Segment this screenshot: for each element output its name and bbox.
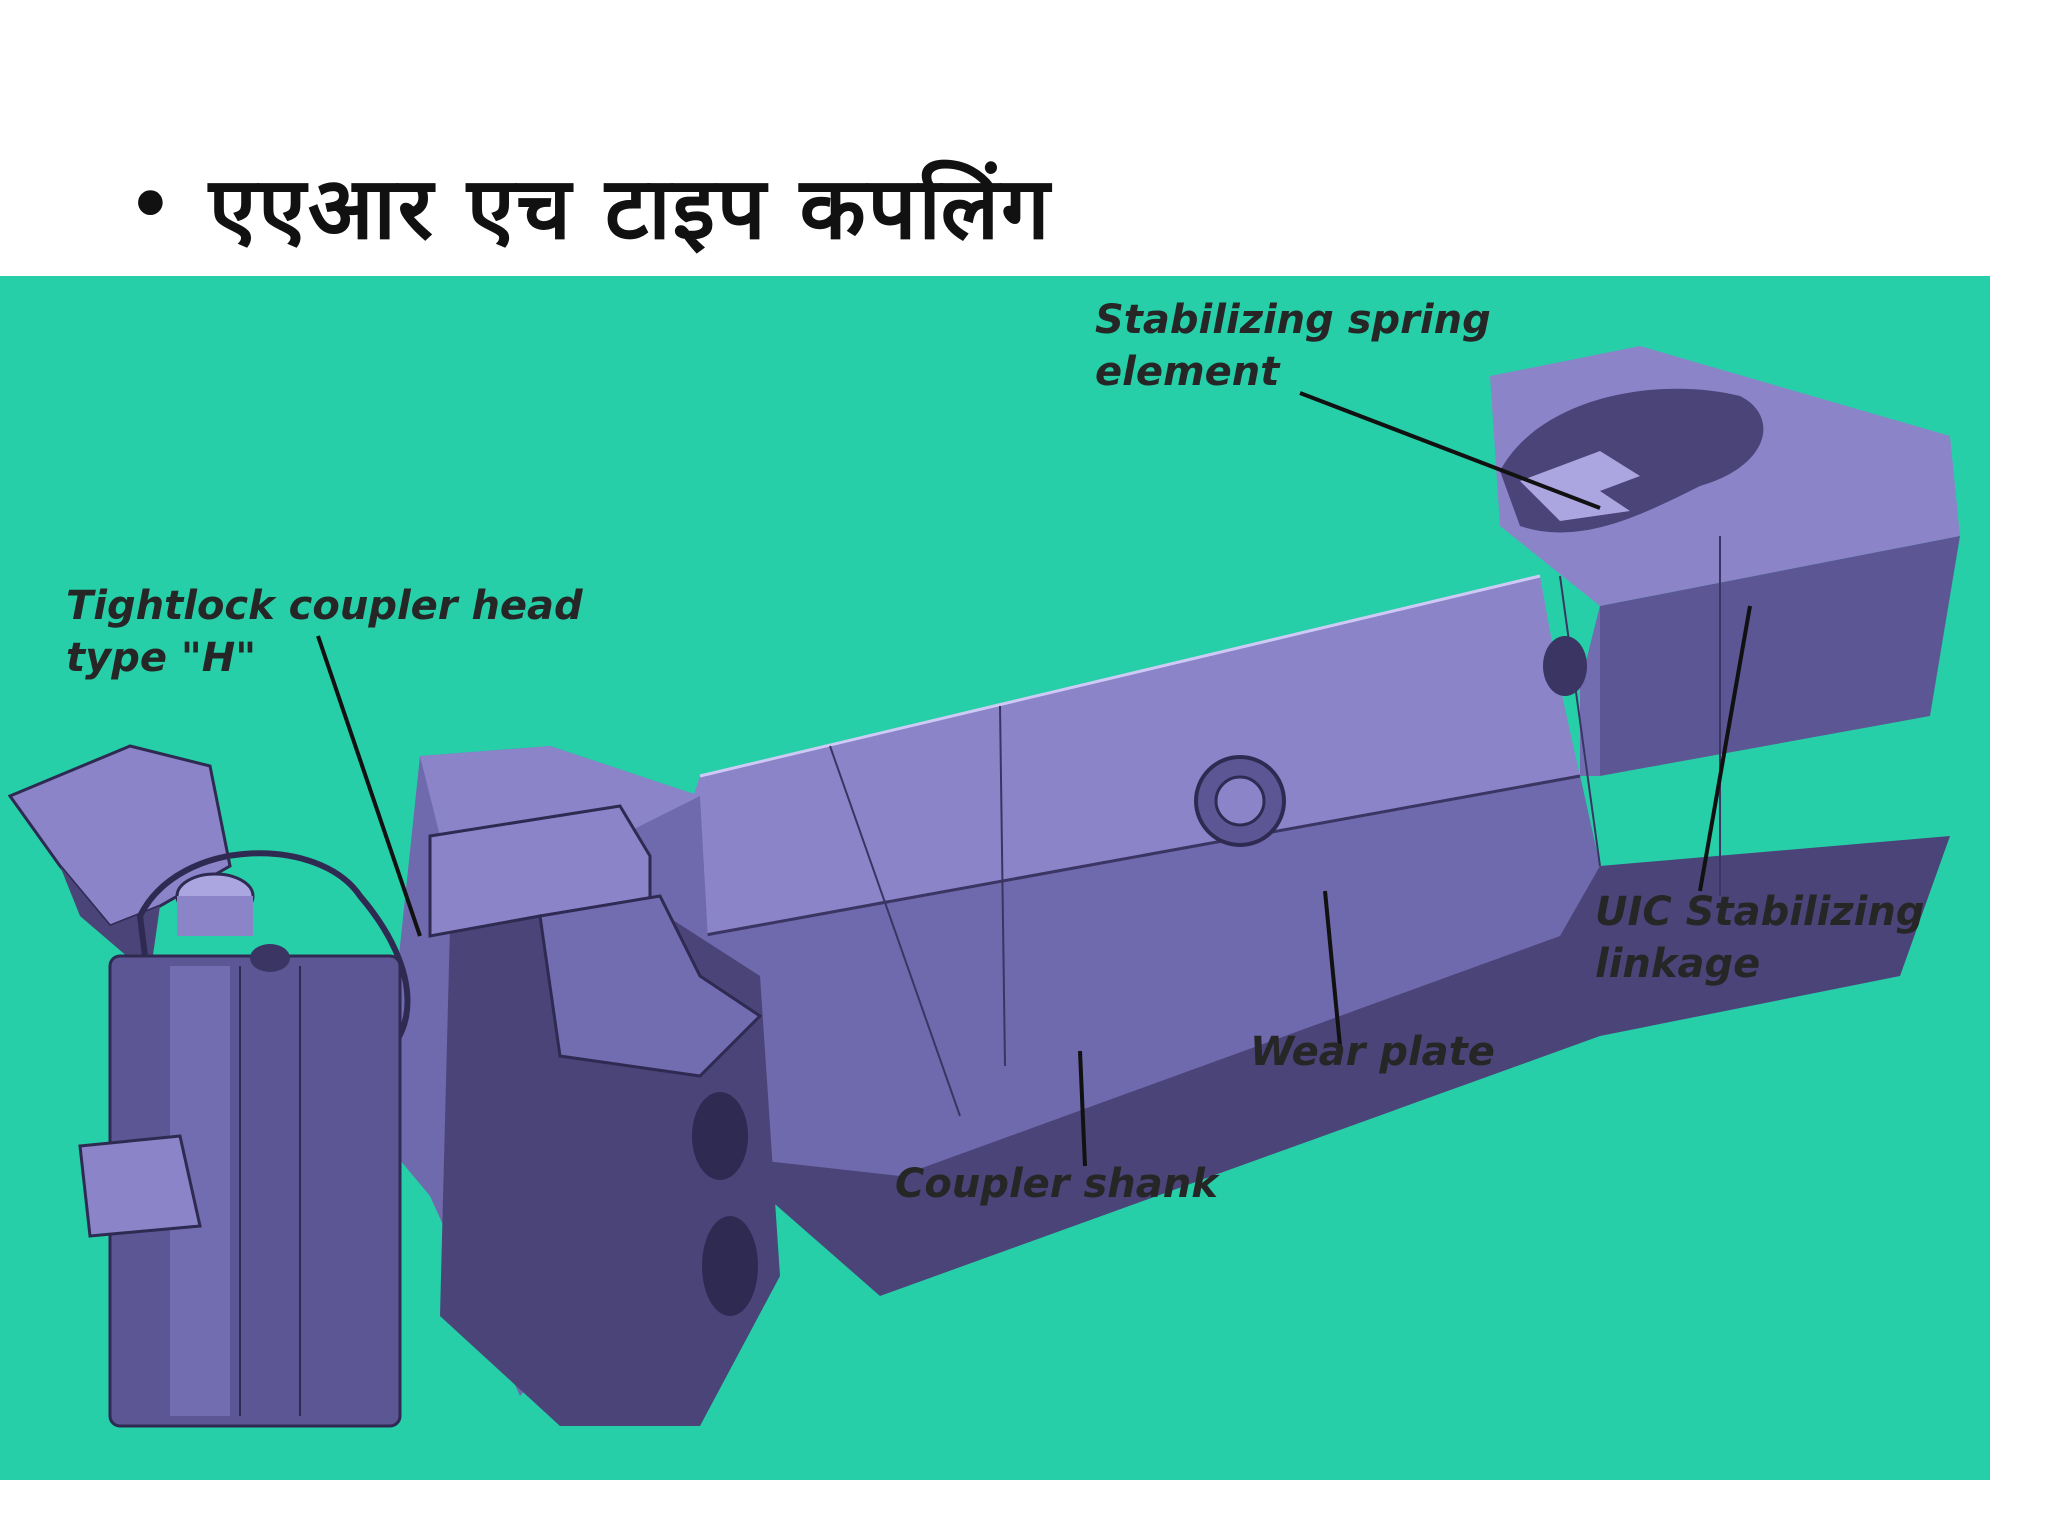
linkage-pin-hole [1543,636,1587,696]
leader-uic-linkage [1698,605,1752,892]
tail-block-side [1580,536,1960,776]
label-uic-stabilizing-linkage: UIC Stabilizing linkage [1595,886,1924,990]
label-line: type "H" [66,635,257,681]
wear-plate-boss-inner [1214,775,1266,827]
label-line: element [1095,349,1280,395]
leader-stabilizing-spring [1299,391,1601,510]
coupler-illustration [7,346,1960,1428]
pivot-hole [250,944,290,972]
head-opening [692,1092,748,1180]
leader-wear-plate [1323,890,1342,1047]
guide-wing-lower [538,894,763,1078]
coupler-diagram-panel: Stabilizing spring element Tightlock cou… [0,276,1990,1480]
label-tightlock-coupler-head: Tightlock coupler head type "H" [66,580,583,684]
label-line: Coupler shank [895,1161,1218,1207]
shank-top-edge [699,574,1541,778]
spring-element [1520,451,1640,521]
label-coupler-shank: Coupler shank [895,1158,1218,1210]
shank-top-face [680,576,1580,936]
head-opening [702,1216,758,1316]
shank-front-face [700,776,1600,1176]
shank-band-line [999,705,1006,1067]
label-wear-plate: Wear plate [1250,1026,1495,1078]
slide-title: • एएआर एच टाइप कपलिंग [128,150,1052,260]
label-line: Wear plate [1250,1029,1495,1075]
shank-front-edge [699,774,1581,938]
leader-coupler-shank [1078,1050,1087,1167]
label-line: Tightlock coupler head [66,583,583,629]
pivot-cap-body [177,896,253,936]
shank-band-line [1559,575,1601,867]
label-line: linkage [1595,941,1761,987]
bullet-icon: • [128,164,175,246]
lower-lip [78,1134,202,1238]
shank-band-line [829,745,961,1117]
label-line: Stabilizing spring [1095,297,1491,343]
title-text: एएआर एच टाइप कपलिंग [208,158,1052,259]
knuckle-arm-side [60,866,160,976]
label-stabilizing-spring-element: Stabilizing spring element [1095,294,1491,398]
label-line: UIC Stabilizing [1595,889,1925,935]
tail-block-front [1580,606,1600,776]
leader-coupler-head [316,635,422,937]
